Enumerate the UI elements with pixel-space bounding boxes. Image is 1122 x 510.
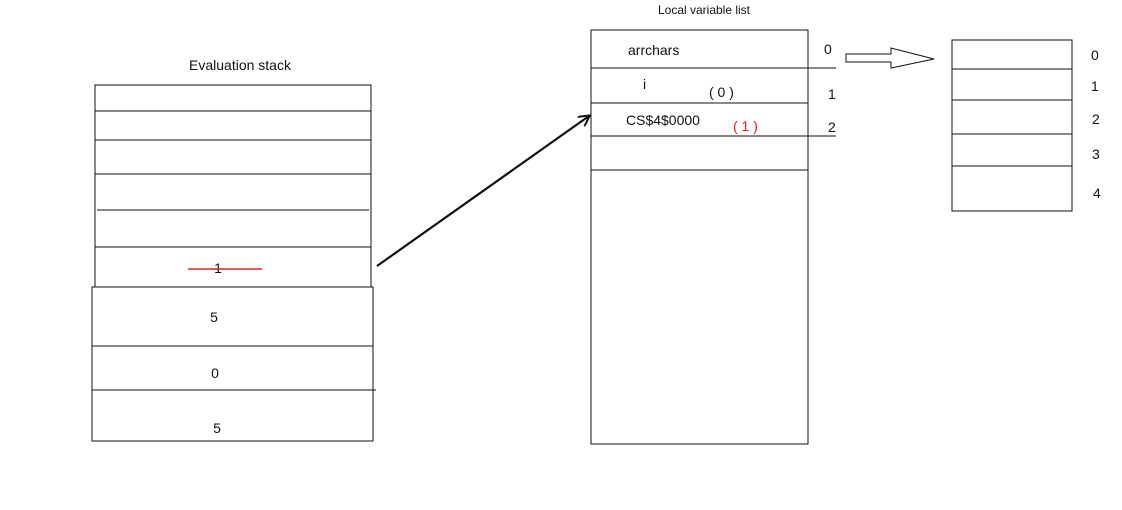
eval-stack-lower-box <box>91 286 374 442</box>
array-index: 4 <box>1093 185 1101 201</box>
array-box <box>951 39 1073 212</box>
eval-stack-title: Evaluation stack <box>189 57 292 73</box>
eval-stack-value: 5 <box>213 420 221 436</box>
eval-stack-struck-value: 1 <box>214 260 222 276</box>
local-value: ( 1 ) <box>733 118 758 134</box>
store-arrow <box>376 116 589 267</box>
local-index: 1 <box>828 86 836 102</box>
array-index: 0 <box>1091 47 1099 63</box>
array-index: 2 <box>1092 111 1100 127</box>
local-name: CS$4$0000 <box>626 112 700 128</box>
array-outline <box>951 39 1073 212</box>
reference-arrow <box>845 47 935 69</box>
array-index: 3 <box>1092 146 1100 162</box>
locals-table <box>590 29 836 445</box>
local-index: 2 <box>828 119 836 135</box>
local-name: arrchars <box>628 42 679 58</box>
array-index: 1 <box>1091 78 1099 94</box>
eval-stack-value: 5 <box>210 309 218 325</box>
eval-stack-value: 0 <box>211 365 219 381</box>
locals-title: Local variable list <box>658 3 751 17</box>
eval-stack <box>91 84 376 442</box>
eval-stack-upper-box <box>94 84 372 288</box>
local-index: 0 <box>824 41 832 57</box>
local-name: i <box>643 76 646 92</box>
locals-box <box>590 29 809 445</box>
local-value: ( 0 ) <box>709 84 734 100</box>
